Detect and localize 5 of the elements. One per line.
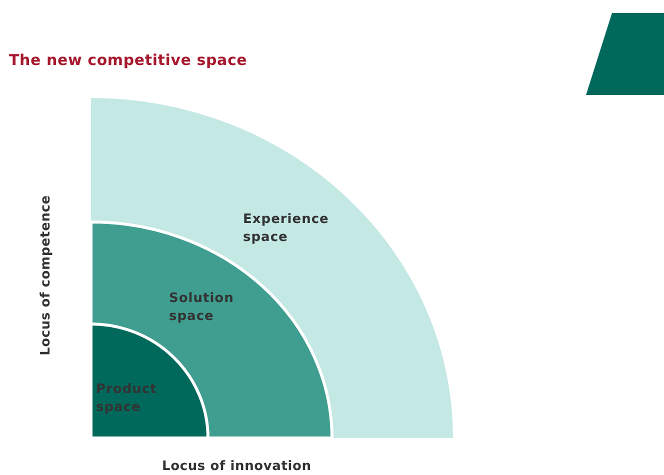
- axis-label: Locus of competence: [38, 196, 54, 356]
- slide-title: The new competitive space: [9, 51, 248, 69]
- region-label: Experience space: [243, 211, 330, 247]
- region-label: Solution space: [169, 290, 235, 326]
- axis-label: Locus of innovation: [162, 459, 312, 474]
